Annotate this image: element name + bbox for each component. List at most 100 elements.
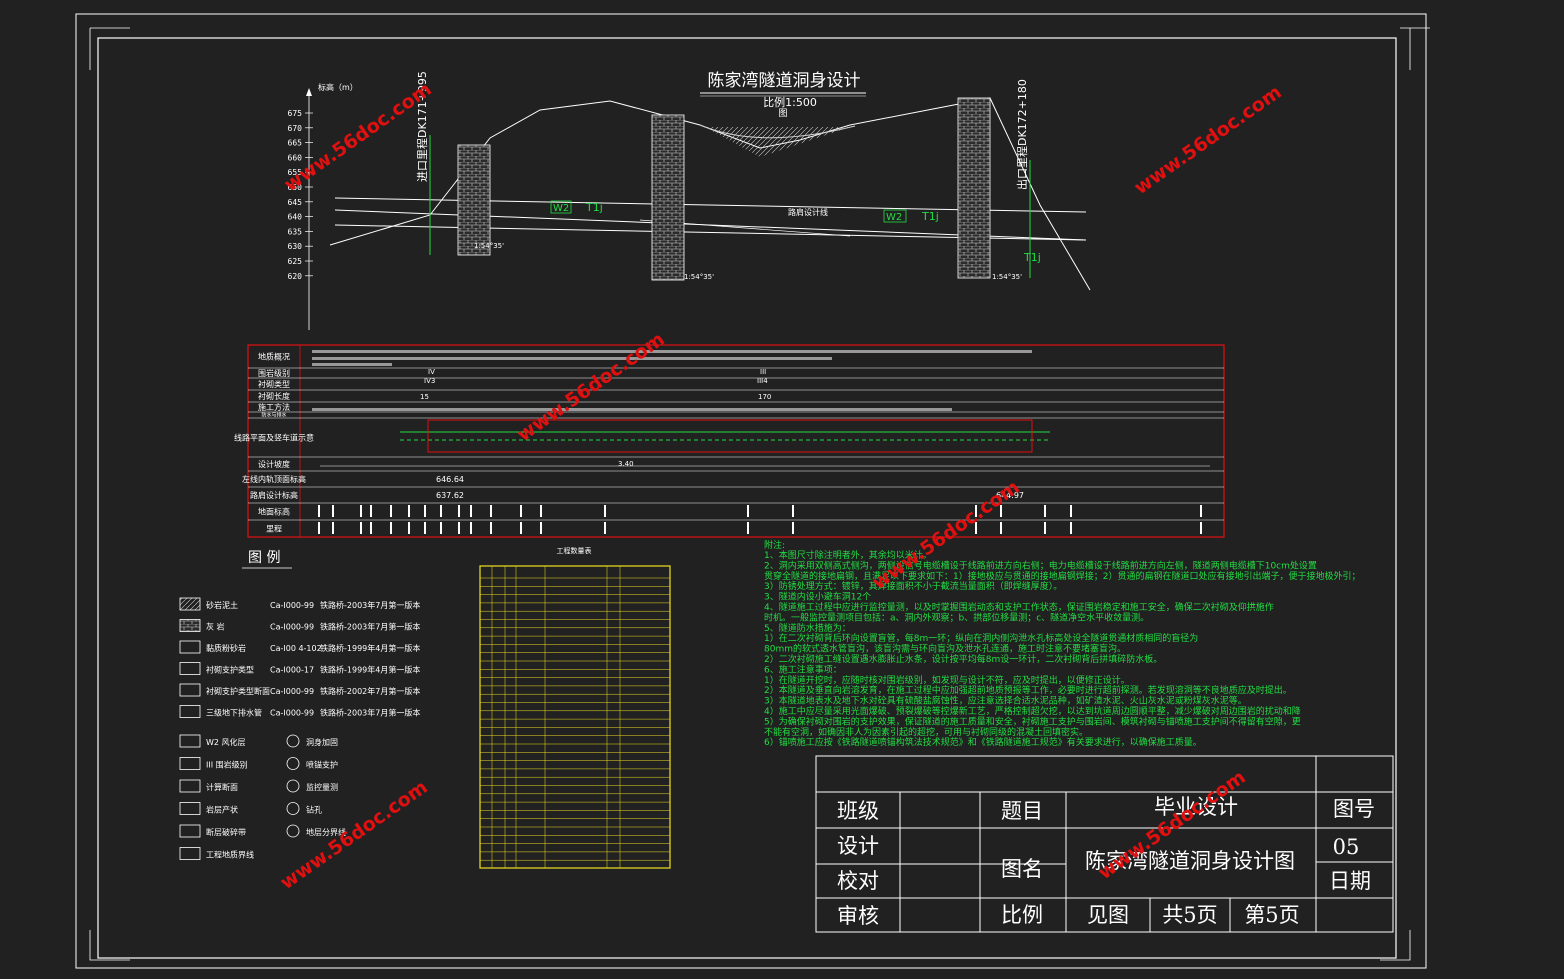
y-tick-label: 660 (288, 153, 303, 162)
y-tick-label: 625 (288, 257, 303, 266)
legend-desc: 监控量测 (306, 782, 338, 792)
tunnel-sections (457, 97, 991, 281)
portal-right-label: 出口里程DK172+180 (1015, 79, 1029, 190)
legend-desc: 铁路桥-2003年7月第一版本 (320, 600, 420, 610)
legend-desc: 钻孔 (306, 805, 322, 815)
station-mark (1044, 505, 1046, 517)
note-line: 1）在二次衬砌背后环向设置盲管，每8m一环；纵向在洞内侧沟泄水孔标高处设全隧道贯… (764, 632, 1198, 644)
note-line: 1）在隧道开挖时，应随时核对围岩级别，如发现与设计不符，应及时提出，以便修正设计… (764, 674, 1130, 686)
legend-code: Ca-I00 4-102 (270, 644, 322, 653)
station-mark (408, 505, 410, 517)
note-line: 1、本图尺寸除注明者外，其余均以米计。 (764, 549, 932, 561)
table-row-label: 衬砌长度 (258, 391, 290, 401)
title-block (815, 755, 1394, 933)
station-mark (424, 522, 426, 534)
table-row-label: 地质概况 (258, 352, 290, 362)
station-mark (360, 522, 362, 534)
legend-symbol (286, 757, 300, 770)
route-line-label: 路肩设计线 (788, 207, 828, 217)
slope-label-3: 1:54°35' (992, 273, 1022, 281)
elevation-axis: 标高（m） 6756706656606556506456406356306256… (288, 82, 358, 330)
legend-code: Ca-I000-99 (270, 623, 314, 632)
table-row-label: 左线内轨顶面标高 (242, 474, 306, 484)
length-2: 170 (758, 393, 771, 401)
station-mark (332, 522, 334, 534)
station-mark (1044, 522, 1046, 534)
legend-desc: 铁路桥-2003年7月第一版本 (320, 622, 420, 632)
station-mark (490, 505, 492, 517)
station-mark (520, 522, 522, 534)
class-label: 班级 (837, 799, 879, 823)
station-mark (440, 522, 442, 534)
profile-annotations: 进口里程DK171+995 出口里程DK172+180 W2 T1j W2 T1… (416, 71, 1041, 281)
check-label: 校对 (837, 869, 879, 893)
note-line: 时机。一般监控量测项目包括：a、洞内外观察；b、拱部位移量测；c、隧道净空水平收… (764, 611, 1149, 623)
drawing-no-label: 图号 (1333, 797, 1375, 821)
legend-symbol (179, 683, 201, 697)
legend-label: 灰 岩 (206, 622, 225, 632)
total-sheets: 共5页 (1162, 903, 1217, 927)
station-mark (1000, 505, 1002, 517)
drawing-no-value: 05 (1333, 835, 1360, 859)
legend-label: 岩层产状 (206, 805, 238, 815)
legend-symbol (179, 779, 201, 793)
notes-heading: 附注: (764, 539, 785, 551)
station-mark (458, 522, 460, 534)
table-row-label: 围岩级别 (258, 368, 290, 378)
note-line: 3）防锈处理方式：镀锌，其焊接面积不小于截流当量面积（即焊缝厚度）。 (764, 580, 1062, 592)
legend-code: Ca-I000-17 (270, 666, 314, 675)
legend-desc: 铁路桥-2003年7月第一版本 (320, 708, 420, 718)
legend-symbol (286, 802, 300, 815)
legend-symbol (179, 734, 201, 748)
legend-symbol (179, 802, 201, 815)
title-block-text: 班级 设计 校对 审核 题目 毕业设计 图名 陈家湾隧道洞身设计图 比例 见图 … (837, 795, 1375, 928)
station-mark (747, 505, 749, 517)
legend-desc: 喷锚支护 (306, 760, 338, 770)
legend-symbol (179, 757, 201, 770)
slope-value: 3.40 (618, 460, 634, 468)
quantity-table: 工程数量表 (479, 546, 671, 869)
legend-symbol (179, 847, 201, 860)
legend-symbol (286, 779, 300, 793)
y-tick-label: 640 (288, 213, 303, 222)
station-mark (540, 505, 542, 517)
legend-symbol (179, 619, 201, 632)
station-mark (332, 505, 334, 517)
station-mark (747, 522, 749, 534)
legend-label: 衬砌支护类型断面 (206, 686, 270, 696)
table-row-label: 衬砌类型 (258, 379, 290, 389)
station-mark (1070, 522, 1072, 534)
scale-label: 比例 (1001, 903, 1043, 927)
station-mark (1200, 505, 1202, 517)
legend-symbol (286, 734, 300, 748)
y-tick-label: 675 (288, 109, 303, 118)
table-row-label: 里程 (266, 525, 282, 534)
design-label: 设计 (837, 834, 879, 858)
name-label: 图名 (1001, 857, 1043, 881)
note-line: 3）本隧道地表水及地下水对砼具有硫酸盐腐蚀性，应注意选择合适水泥品种，如矿渣水泥… (764, 695, 1247, 707)
station-mark (1000, 522, 1002, 534)
y-tick-label: 635 (288, 227, 303, 236)
station-mark (792, 522, 794, 534)
station-mark (470, 522, 472, 534)
review-label: 审核 (837, 904, 879, 928)
tunnel-section-middle (651, 114, 685, 281)
note-line: 贯穿全隧道的接地扁钢，且满足以下要求如下：1）接地极应与贯通的接地扁钢焊接；2）… (764, 570, 1360, 582)
legend-label: III 围岩级别 (206, 760, 248, 770)
legend-label: 断层破碎带 (206, 827, 246, 837)
station-mark (370, 522, 372, 534)
rock-grade-2: III (760, 368, 766, 376)
watermarks: www.56doc.com www.56doc.com www.56doc.co… (276, 78, 1285, 894)
elev-value-1: 646.64 (436, 475, 464, 484)
legend-code: Ca-I000-99 (270, 687, 314, 696)
table-row-label: 防水与排水 (261, 412, 286, 419)
station-mark (1070, 505, 1072, 517)
y-tick-label: 650 (288, 183, 303, 192)
rock-label-2: T1j (585, 201, 603, 214)
subject-label: 题目 (1001, 799, 1043, 823)
note-line: 6）锚喷施工应按《铁路隧道喷锚构筑法技术规范》和《铁路隧道施工规范》有关要求进行… (764, 736, 1202, 748)
legend-symbol (179, 705, 201, 718)
slope-label-2: 1:54°35' (684, 273, 714, 281)
portal-left-label: 进口里程DK171+995 (416, 71, 429, 182)
legend-label: 工程地质界线 (206, 850, 254, 860)
